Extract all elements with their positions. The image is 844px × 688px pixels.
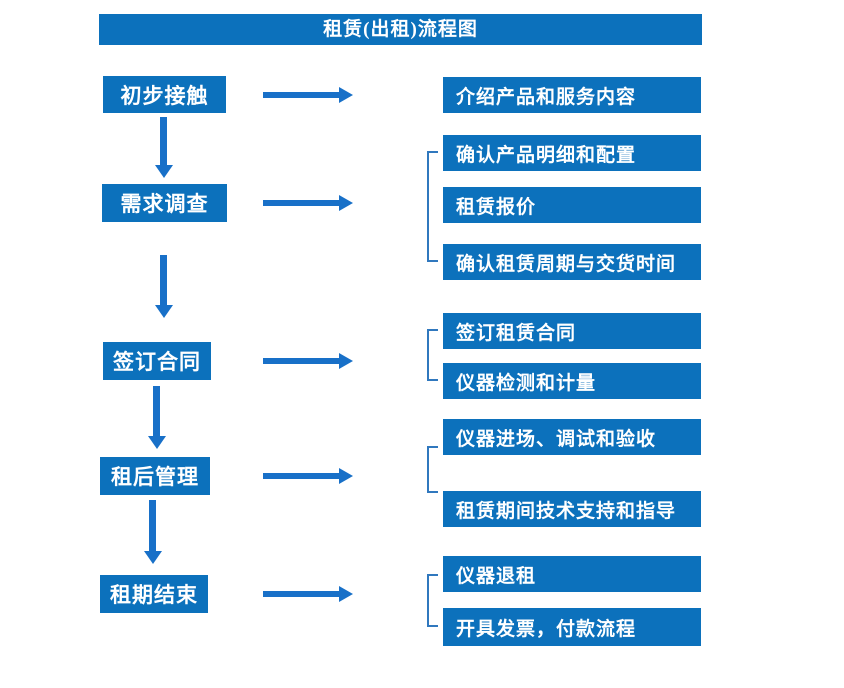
arrow-head [144,551,162,564]
output-box-instrument-entry-acceptance: 仪器进场、调试和验收 [443,419,701,455]
arrow-head [339,195,353,211]
bracket-group-5 [427,574,438,627]
output-box-confirm-rental-period: 确认租赁周期与交货时间 [443,244,701,280]
stage-box-rental-end: 租期结束 [100,575,208,613]
stage-box-initial-contact: 初步接触 [103,76,226,113]
output-box-confirm-product-details: 确认产品明细和配置 [443,135,701,171]
arrow-right-icon-1 [263,87,353,103]
output-box-sign-rental-contract: 签订租赁合同 [443,313,701,349]
output-box-instrument-testing: 仪器检测和计量 [443,363,701,399]
arrow-shaft [160,117,167,165]
arrow-head [155,165,173,178]
arrow-down-icon-2 [155,255,173,318]
arrow-head [339,586,353,602]
stage-box-demand-survey: 需求调查 [102,184,227,222]
output-box-introduce-products: 介绍产品和服务内容 [443,77,701,113]
output-box-instrument-return: 仪器退租 [443,556,701,592]
output-box-technical-support: 租赁期间技术支持和指导 [443,491,701,527]
arrow-down-icon-4 [144,500,162,564]
flowchart-title: 租赁(出租)流程图 [99,14,702,45]
arrow-shaft [263,92,339,98]
arrow-shaft [263,200,339,206]
arrow-head [339,87,353,103]
arrow-head [155,305,173,318]
stage-box-post-rental-management: 租后管理 [100,457,210,495]
arrow-shaft [149,500,156,551]
arrow-head [339,468,353,484]
bracket-group-4 [427,446,438,493]
arrow-shaft [160,255,167,305]
bracket-group-3 [427,329,438,381]
arrow-head [339,353,353,369]
output-box-rental-quotation: 租赁报价 [443,187,701,223]
arrow-right-icon-3 [263,353,353,369]
output-box-invoice-payment: 开具发票，付款流程 [443,608,701,646]
arrow-shaft [263,591,339,597]
arrow-shaft [153,386,160,436]
stage-box-sign-contract: 签订合同 [103,342,211,380]
arrow-down-icon-1 [155,117,173,178]
arrow-shaft [263,473,339,479]
arrow-head [148,436,166,449]
arrow-down-icon-3 [148,386,166,449]
bracket-group-2 [427,151,438,262]
arrow-right-icon-5 [263,586,353,602]
arrow-right-icon-2 [263,195,353,211]
arrow-right-icon-4 [263,468,353,484]
arrow-shaft [263,358,339,364]
